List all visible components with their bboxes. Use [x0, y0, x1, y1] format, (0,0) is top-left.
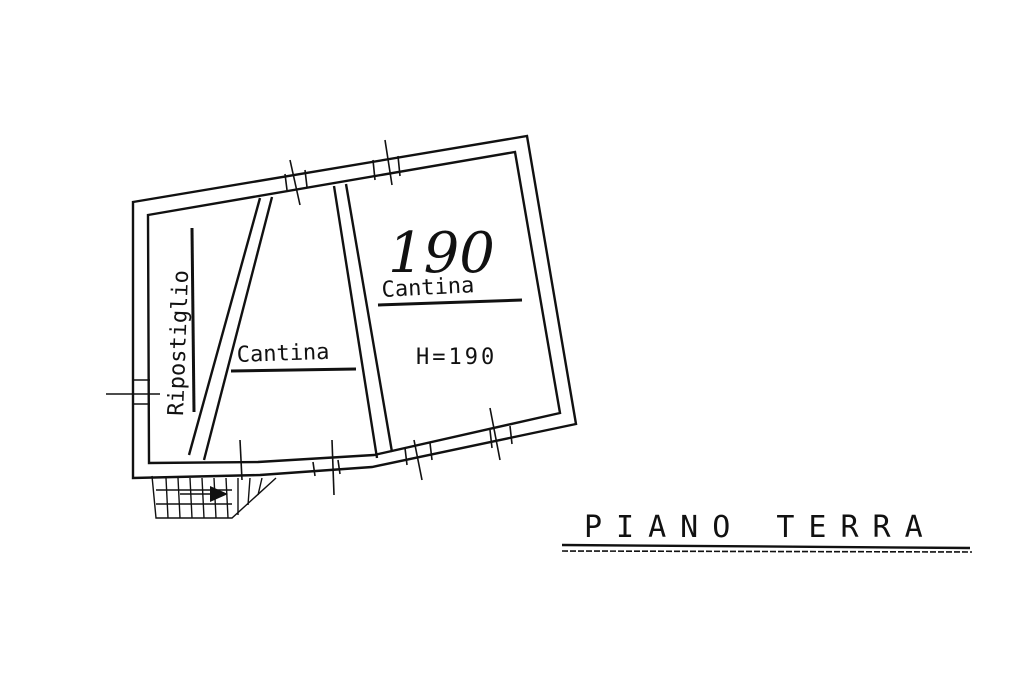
outer-wall — [131, 134, 578, 480]
room-underline-ripostiglio — [190, 227, 196, 413]
room-label-ripostiglio: Ripostiglio — [164, 270, 194, 416]
height-label: H=190 — [416, 345, 497, 370]
entrance-arrow-icon — [210, 486, 228, 502]
window-markers — [106, 139, 513, 496]
room-label-cantina-middle: Cantina — [236, 340, 330, 368]
entrance-stairs — [151, 475, 277, 519]
partition-walls — [187, 183, 394, 461]
floor-title-underline — [561, 543, 973, 553]
room-label-cantina-right: Cantina — [381, 273, 475, 303]
room-underline-cantina-middle — [230, 367, 357, 373]
floor-title: PIANO TERRA — [584, 510, 937, 545]
height-handwritten: 190 — [388, 221, 495, 286]
room-underline-cantina-right — [377, 298, 523, 307]
